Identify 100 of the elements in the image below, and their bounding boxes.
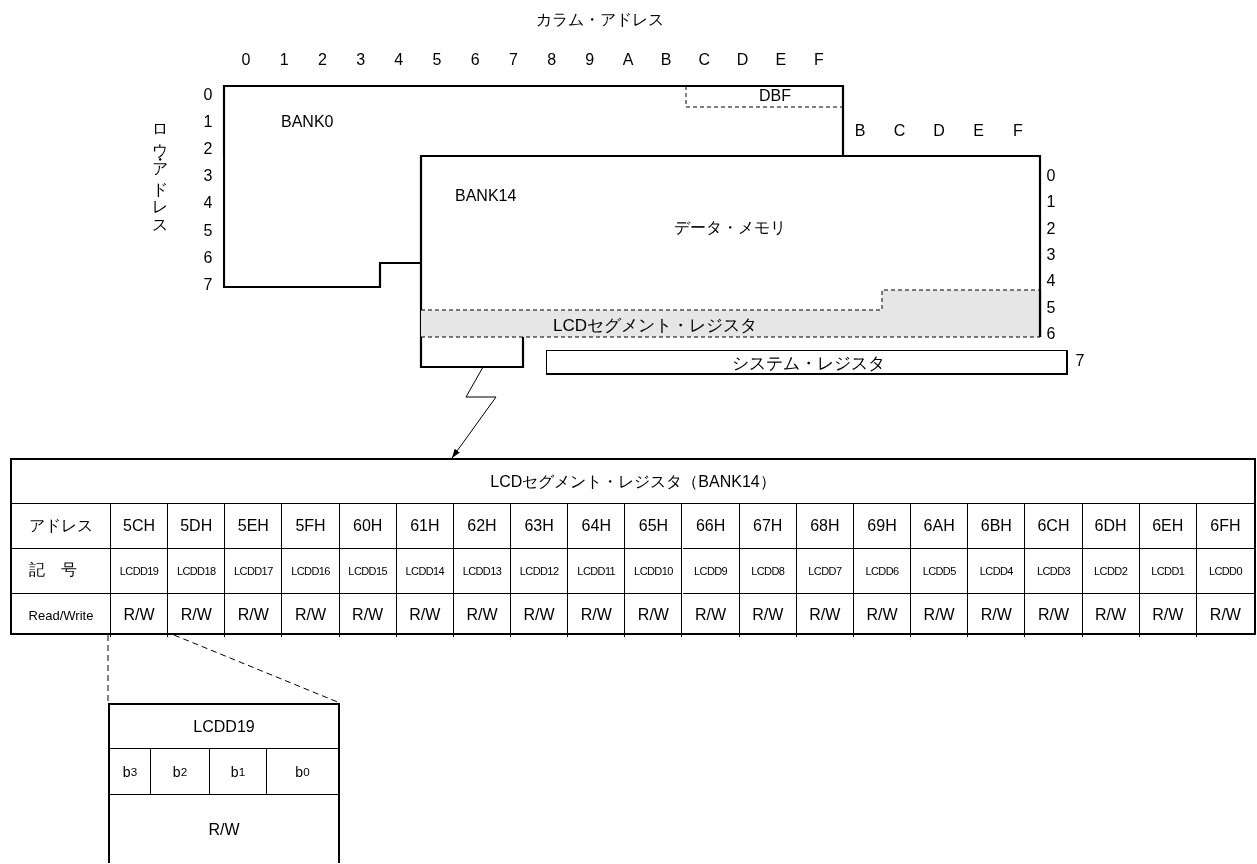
table-cell: LCDD10 [625, 548, 683, 593]
register-table [10, 458, 1256, 635]
table-cell: R/W [168, 592, 226, 637]
table-cell: アドレス [12, 504, 111, 549]
row-number: 6 [1046, 325, 1056, 342]
column-number: A [622, 52, 634, 68]
table-cell: 60H [339, 504, 397, 549]
table-cell: LCDD0 [1196, 548, 1254, 593]
table-cell: R/W [396, 592, 454, 637]
column-number: E [973, 123, 984, 139]
table-cell: 66H [682, 504, 740, 549]
table-cell: 記号 [12, 548, 111, 593]
column-number: F [814, 52, 824, 68]
table-cell: R/W [225, 592, 283, 637]
column-number: 5 [432, 52, 442, 68]
column-number: 0 [241, 52, 251, 68]
table-cell: R/W [110, 794, 338, 864]
table-cell: 6EH [1139, 504, 1197, 549]
table-cell: LCDD12 [511, 548, 569, 593]
column-number: 6 [470, 52, 480, 68]
table-cell: R/W [1139, 592, 1197, 637]
column-number: B [854, 123, 866, 139]
table-cell: R/W [796, 592, 854, 637]
row-number: 1 [1046, 194, 1056, 211]
table-cell: 6AH [911, 504, 969, 549]
table-cell-text: LCDD19 [192, 716, 256, 737]
table-cell: LCDD15 [339, 548, 397, 593]
table-cell: 6BH [968, 504, 1026, 549]
area-label: LCDセグメント・レジスタ [553, 316, 757, 334]
column-number: 2 [317, 52, 327, 68]
column-number: 1 [279, 52, 289, 68]
table-cell: R/W [911, 592, 969, 637]
column-number: 9 [585, 52, 595, 68]
table-cell: 63H [511, 504, 569, 549]
table-cell: R/W [568, 592, 626, 637]
table-cell: R/W [111, 592, 169, 637]
table-cell: LCDD4 [968, 548, 1026, 593]
table-cell-text: 6FH [1209, 516, 1242, 537]
table-cell: 6DH [1082, 504, 1140, 549]
register-bar [546, 350, 1068, 375]
table-cell: R/W [968, 592, 1026, 637]
table-cell: LCDD18 [168, 548, 226, 593]
table-cell: LCDD6 [853, 548, 912, 593]
table-cell: R/W [282, 592, 340, 637]
area-label: データ・メモリ [674, 220, 786, 236]
table-cell: LCDD9 [682, 548, 740, 593]
column-number: 3 [356, 52, 366, 68]
table-cell: LCDD19 [111, 548, 169, 593]
column-number: E [775, 52, 787, 68]
shaded-register-area [421, 290, 1040, 337]
row-number: 5 [1046, 299, 1056, 316]
table-cell: R/W [1196, 592, 1254, 637]
table-cell: LCDD8 [739, 548, 797, 593]
table-cell: 61H [396, 504, 454, 549]
table-cell: R/W [339, 592, 397, 637]
table-title: LCDセグメント・レジスタ（BANK14） [490, 473, 776, 490]
table-cell: R/W [511, 592, 569, 637]
table-cell: LCDD3 [1025, 548, 1083, 593]
table-cell: 5FH [282, 504, 340, 549]
row-number: 7 [203, 276, 213, 293]
column-number: 4 [394, 52, 404, 68]
table-cell: LCDD5 [911, 548, 969, 593]
table-cell: 65H [625, 504, 683, 549]
table-cell: 68H [796, 504, 854, 549]
table-cell: LCDD2 [1082, 548, 1140, 593]
row-number: 0 [203, 87, 213, 103]
row-number: 2 [1046, 220, 1056, 237]
table-cell: LCDD7 [796, 548, 854, 593]
row-number: 4 [1046, 273, 1056, 290]
table-cell: LCDD1 [1139, 548, 1197, 593]
column-number: C [698, 52, 711, 68]
bit-table [108, 703, 340, 863]
area-label: システム・レジスタ [731, 354, 885, 372]
column-number: D [933, 123, 945, 139]
table-cell: LCDD14 [396, 548, 454, 593]
area-label: DBF [759, 88, 791, 104]
column-number: D [736, 52, 749, 68]
row-number: 0 [1046, 168, 1056, 184]
table-cell: R/W [1025, 592, 1083, 637]
row-number: 3 [203, 168, 213, 185]
table-cell: 62H [453, 504, 512, 549]
table-cell: LCDD13 [453, 548, 512, 593]
row-number: 7 [1075, 353, 1085, 369]
memory-bank-outline [224, 86, 843, 156]
row-number: 5 [203, 222, 213, 239]
row-number: 6 [203, 249, 213, 266]
column-number: F [1013, 123, 1023, 139]
bank-label: BANK0 [281, 114, 334, 130]
axis-title: ロウ・アドレス [152, 112, 168, 228]
table-cell: 5EH [225, 504, 283, 549]
column-number: 7 [508, 52, 518, 68]
row-number: 3 [1046, 246, 1056, 263]
table-cell: 5DH [168, 504, 226, 549]
buffer-area [686, 86, 843, 107]
table-cell: R/W [682, 592, 740, 637]
column-number: C [893, 123, 906, 139]
table-cell: 64H [568, 504, 626, 549]
table-cell: LCDD17 [225, 548, 283, 593]
row-number: 4 [203, 195, 213, 212]
arrow [451, 366, 497, 459]
